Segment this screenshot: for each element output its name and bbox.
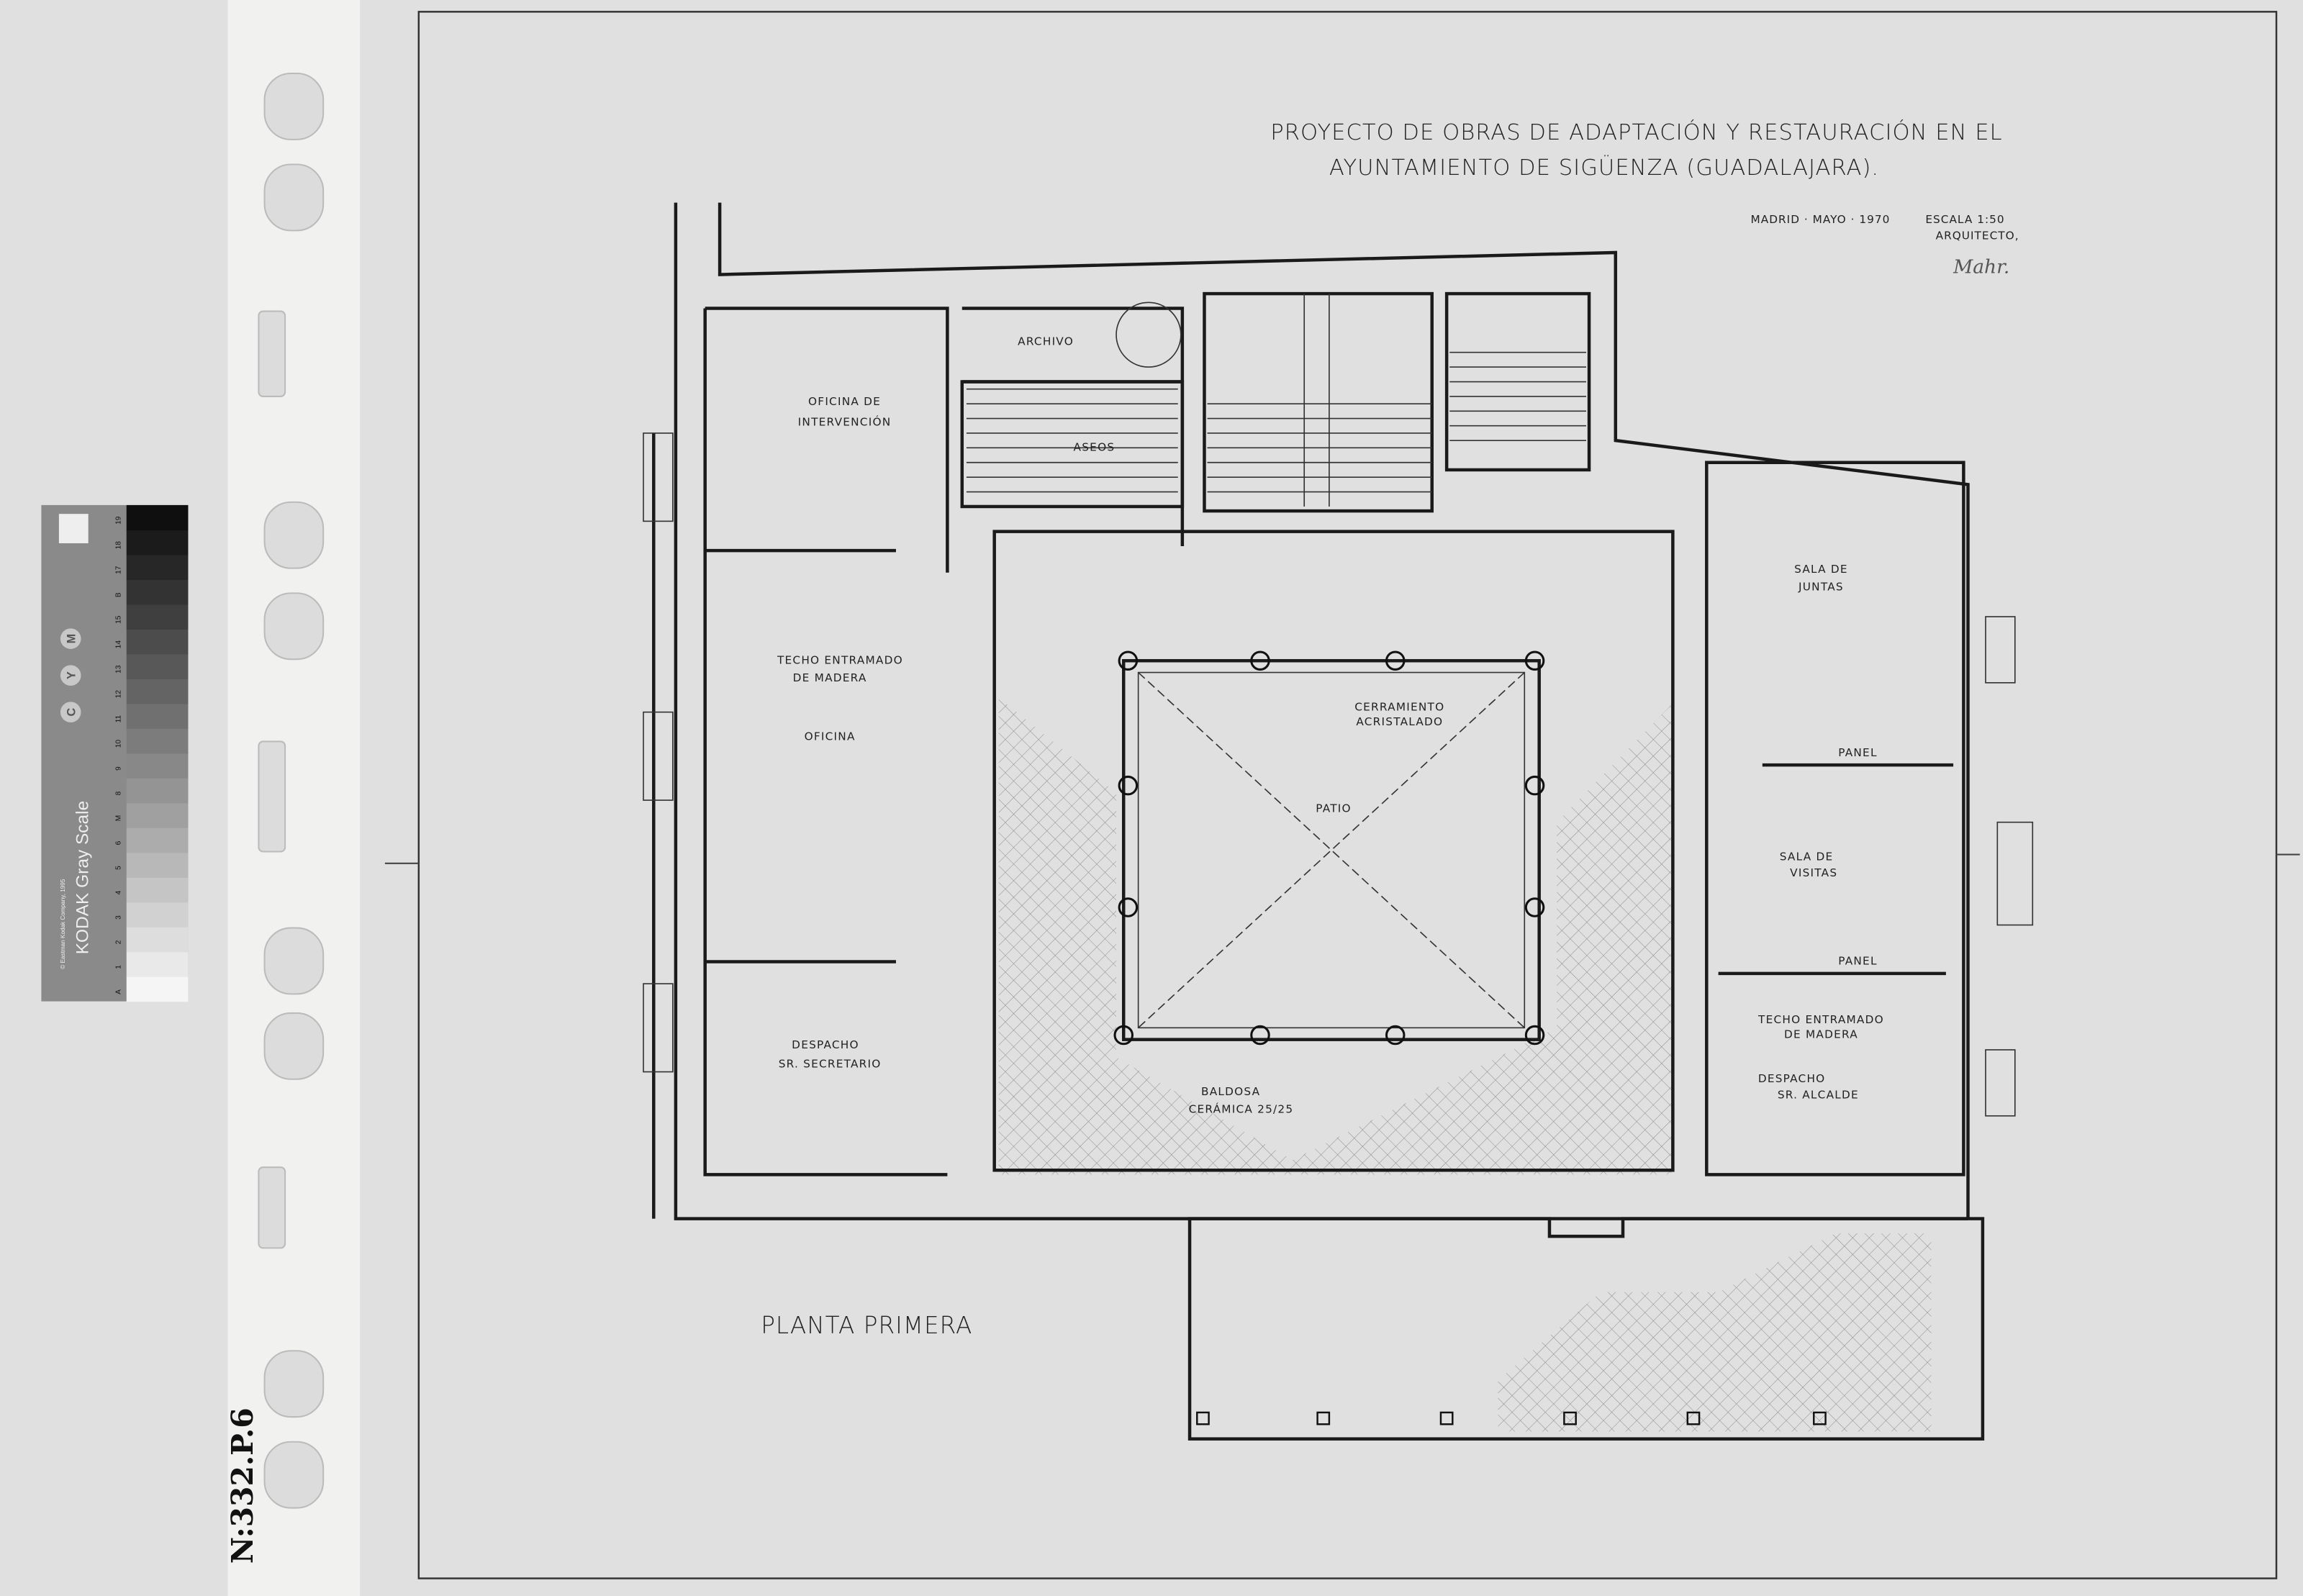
architect-signature: Mahr. xyxy=(1953,256,2009,278)
room-oficina-intervencion-2: INTERVENCIÓN xyxy=(798,415,892,429)
room-techo-alcalde-1: TECHO ENTRAMADO xyxy=(1757,1013,1884,1026)
gray-patch xyxy=(126,902,189,928)
gray-patch xyxy=(126,530,189,556)
title-line-2: AYUNTAMIENTO DE SIGÜENZA (GUADALAJARA). xyxy=(1329,155,1879,181)
color-dot-label: Y xyxy=(65,671,78,679)
gray-patch-label: 14 xyxy=(115,640,123,649)
gray-patch xyxy=(126,927,189,953)
gray-patch-label: 12 xyxy=(115,690,123,699)
gray-patch-label: 11 xyxy=(115,715,123,723)
gray-patch-label: 15 xyxy=(115,615,123,624)
label-patio: PATIO xyxy=(1316,802,1352,815)
room-techo-alcalde-2: DE MADERA xyxy=(1784,1028,1858,1041)
gray-patch xyxy=(126,653,189,679)
gray-patch-label: 4 xyxy=(115,890,123,894)
gray-patch-label: 8 xyxy=(115,791,123,795)
label-baldosa-1: BALDOSA xyxy=(1201,1085,1260,1098)
room-oficina-intervencion-1: OFICINA DE xyxy=(808,395,881,408)
room-sala-juntas-2: JUNTAS xyxy=(1798,580,1844,593)
architect-label: ARQUITECTO, xyxy=(1936,230,2019,242)
room-archivo: ARCHIVO xyxy=(1018,335,1074,348)
gray-patch xyxy=(126,504,189,531)
gray-patch xyxy=(126,604,189,630)
room-despacho-alcalde-1: DESPACHO xyxy=(1758,1072,1826,1085)
gray-patch xyxy=(126,828,189,853)
room-sala-visitas-1: SALA DE xyxy=(1780,851,1834,863)
gray-patch-label: 2 xyxy=(115,940,123,944)
gray-scale-brand: KODAK Gray Scale xyxy=(73,801,93,955)
gray-patch-label: 6 xyxy=(115,840,123,845)
gray-patch-label: 17 xyxy=(115,566,123,574)
gray-patch xyxy=(126,753,189,779)
room-techo-oficina-1: TECHO ENTRAMADO xyxy=(777,653,903,666)
gray-patch xyxy=(126,877,189,903)
gray-patch xyxy=(126,802,189,828)
room-despacho-secretario-1: DESPACHO xyxy=(792,1038,859,1051)
gray-patch-label: 1 xyxy=(115,965,123,969)
scale: ESCALA 1:50 xyxy=(1925,213,2004,226)
drawing-border xyxy=(417,11,2278,1579)
gray-patch-label: 9 xyxy=(115,766,123,771)
floor-plan xyxy=(643,202,2034,1441)
gray-patch xyxy=(126,976,189,1002)
color-dot-icon xyxy=(60,628,81,649)
archive-number: N:332.P.6 xyxy=(225,1407,260,1564)
gray-patch xyxy=(126,554,189,580)
plan-title: PLANTA PRIMERA xyxy=(761,1312,972,1339)
room-despacho-alcalde-2: SR. ALCALDE xyxy=(1778,1088,1859,1101)
gray-patch-label: A xyxy=(115,989,123,994)
gray-patch-label: B xyxy=(115,592,123,597)
kodak-logo-icon xyxy=(58,514,89,543)
label-panel-1: PANEL xyxy=(1838,746,1877,759)
color-dot-icon xyxy=(60,665,81,686)
kodak-gray-scale: KODAK Gray Scale © Eastman Kodak Company… xyxy=(41,504,189,1002)
gray-patch-label: 18 xyxy=(115,541,123,550)
gray-patch xyxy=(126,703,189,729)
gray-patch xyxy=(126,629,189,655)
color-dot-label: M xyxy=(65,634,78,644)
gray-patch-label: 5 xyxy=(115,866,123,870)
place-date: MADRID · MAYO · 1970 xyxy=(1751,213,1891,226)
room-techo-oficina-2: DE MADERA xyxy=(793,671,867,684)
title-line-1: PROYECTO DE OBRAS DE ADAPTACIÓN Y RESTAU… xyxy=(1270,119,2002,145)
gray-patch xyxy=(126,728,189,754)
gray-scale-copyright: © Eastman Kodak Company, 1995 xyxy=(60,879,66,969)
color-dot-label: C xyxy=(65,708,78,717)
gray-patch xyxy=(126,852,189,878)
gray-patch-label: 10 xyxy=(115,740,123,748)
label-cerramiento-2: ACRISTALADO xyxy=(1356,715,1443,728)
gray-patch xyxy=(126,679,189,704)
room-aseos: ASEOS xyxy=(1074,440,1116,453)
gray-patch xyxy=(126,579,189,605)
film-strip xyxy=(227,0,361,1596)
gray-patch-label: 3 xyxy=(115,915,123,920)
room-sala-juntas-1: SALA DE xyxy=(1794,563,1848,576)
gray-patch-label: M xyxy=(115,815,123,821)
gray-patch-label: 19 xyxy=(115,516,123,525)
label-baldosa-2: CERÁMICA 25/25 xyxy=(1189,1102,1294,1116)
color-dot-icon xyxy=(60,702,81,722)
room-despacho-secretario-2: SR. SECRETARIO xyxy=(779,1057,882,1070)
gray-patch xyxy=(126,778,189,804)
gray-patch-label: 13 xyxy=(115,665,123,674)
gray-patch xyxy=(126,951,189,977)
room-sala-visitas-2: VISITAS xyxy=(1790,866,1837,879)
room-oficina: OFICINA xyxy=(805,730,856,743)
label-cerramiento-1: CERRAMIENTO xyxy=(1354,701,1444,714)
label-panel-2: PANEL xyxy=(1838,955,1877,968)
